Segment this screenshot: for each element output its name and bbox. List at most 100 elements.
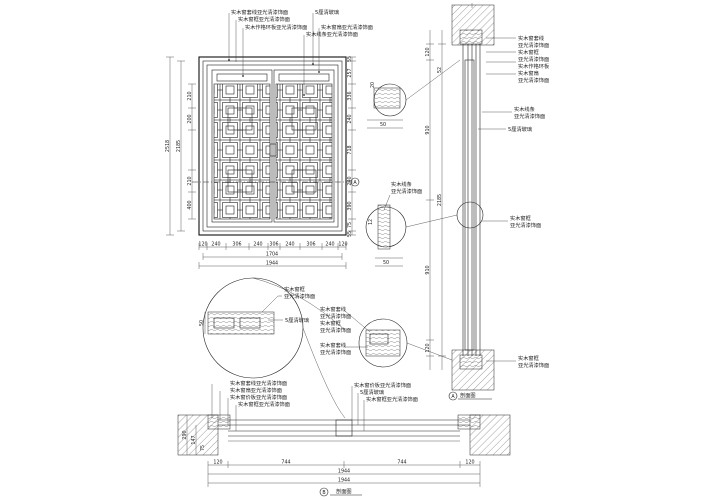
b-label-left-1: 实木窗扇亚光清漆饰面 <box>230 386 282 394</box>
dim-b2: 306 <box>232 242 241 248</box>
b-dim-b3: 120 <box>465 460 474 466</box>
b-title: 剖面图 <box>336 487 352 495</box>
a-bottom-1: 亚光清漆饰面 <box>518 361 549 369</box>
detail-a-mid: 50 12 实木线条 亚光清漆饰面 <box>365 180 458 267</box>
a-label-0: 实木窗套线 <box>518 34 544 42</box>
dim-r6: 390 <box>347 201 353 210</box>
dim-b6: 306 <box>306 242 315 248</box>
dim-b0: 120 <box>198 242 207 248</box>
b-label-left-2: 实木窗价板亚光清漆饰面 <box>230 393 287 401</box>
a-mid-2: 5厘清玻璃 <box>508 125 532 133</box>
window-elevation: A <box>192 56 360 236</box>
b-total1: 1944 <box>338 469 350 475</box>
c2-label-1: 亚光清漆饰面 <box>320 312 351 320</box>
b-label-left-0: 实木窗套线亚光清漆饰面 <box>230 379 287 387</box>
c2-label-0: 实木窗套线 <box>320 305 346 313</box>
dim-l3: 400 <box>187 200 193 209</box>
a-marker: A <box>451 394 455 400</box>
section-b: 290 147 75 实木窗套线亚光清漆饰面 实木窗扇亚光清漆饰面 实木窗价板亚… <box>177 379 511 497</box>
dim-r5: 240 <box>347 176 353 185</box>
dim-l1: 200 <box>187 114 193 123</box>
a-dim-l0: 120 <box>425 47 431 56</box>
dim-bottom-total2: 1944 <box>266 261 278 267</box>
c-label-0: 实木窗框 <box>284 285 305 293</box>
b-dim-left-1: 147 <box>191 435 197 444</box>
b-label-left-3: 实木窗框亚光清漆饰面 <box>238 400 290 408</box>
dim-r0: 55 <box>347 56 353 62</box>
a-mid-0: 实木线条 <box>514 105 535 113</box>
a-detail-dim-top: 50 <box>380 122 386 128</box>
c-label-2: 5厘清玻璃 <box>285 316 309 324</box>
b-dim-left-0: 290 <box>182 430 188 439</box>
section-a: 120 910 910 120 2185 52 实木窗套线 亚光清漆饰面 实木窗… <box>425 3 550 401</box>
a-detail-dim-mid: 50 <box>383 260 389 266</box>
a-label-2: 实木窗框 <box>518 48 539 56</box>
b-dim-b2: 744 <box>397 460 406 466</box>
dim-b5: 240 <box>285 242 294 248</box>
dim-b3: 240 <box>253 242 262 248</box>
a-label-3: 亚光清漆饰面 <box>518 55 549 63</box>
dim-r8: 55 <box>347 231 353 237</box>
detail-a-top: 50 20 <box>367 59 461 129</box>
b-label-right-2: 实木窗框亚光清漆饰面 <box>366 395 418 403</box>
a-bottom-0: 实木窗框 <box>518 354 539 362</box>
dim-bottom-total1: 1704 <box>266 252 278 258</box>
b-total2: 1944 <box>338 478 350 484</box>
c-label-1: 亚光清漆饰面 <box>284 292 315 300</box>
dim-left-total2: 2518 <box>165 140 171 152</box>
c-dim: 50 <box>199 320 205 326</box>
label-glass: 5厘清玻璃 <box>315 8 339 16</box>
b-label-right-0: 实木窗价板亚光清漆饰面 <box>354 381 411 389</box>
a-detail-dim-0: 20 <box>370 82 376 88</box>
label-frame-trim: 实木窗套线亚光清漆饰面 <box>231 8 288 16</box>
elevation-top-labels: 实木窗套线亚光清漆饰面 实木窗框亚光清漆饰面 实木作格环板亚光清漆饰面 5厘清玻… <box>228 8 373 96</box>
elevation-bottom-dims: 120 240 306 240 306 240 306 240 120 1704… <box>198 242 348 269</box>
a-dim-l1: 52 <box>437 67 443 73</box>
dim-r2: 336 <box>347 91 353 100</box>
b-dim-left-2: 75 <box>200 445 206 451</box>
a-mid-1: 亚光清漆饰面 <box>514 112 545 120</box>
b-dim-b1: 744 <box>281 460 290 466</box>
a-title: 剖面图 <box>460 391 476 399</box>
a-detail-label-1: 亚光清漆饰面 <box>391 187 422 195</box>
detail-c: 50 实木窗框 亚光清漆饰面 5厘清玻璃 <box>199 277 346 419</box>
label-moulding: 实木线条亚光清漆饰面 <box>306 30 358 38</box>
dim-r1: 257 <box>347 68 353 77</box>
label-lattice-panel: 实木作格环板亚光清漆饰面 <box>245 23 307 31</box>
elevation-right-dims: 55 257 336 240 718 240 390 75 55 <box>347 56 356 237</box>
b-marker: B <box>322 490 325 496</box>
b-label-right-1: 5厘清玻璃 <box>360 388 384 396</box>
a-label-6: 亚光清漆饰面 <box>518 76 549 84</box>
dim-l2: 210 <box>187 176 193 185</box>
c3-label-1: 亚光清漆饰面 <box>320 348 351 356</box>
a-detail-dim-12: 12 <box>368 219 374 225</box>
dim-b8: 120 <box>338 242 347 248</box>
dim-b7: 240 <box>325 242 334 248</box>
dim-left-total: 2185 <box>176 140 182 152</box>
c2-label-2: 实木窗框 <box>320 319 341 327</box>
a-mid2-1: 亚光清漆饰面 <box>510 221 541 229</box>
dim-r4: 718 <box>347 145 353 154</box>
a-dim-l4: 910 <box>425 265 431 274</box>
marker-a-side: A <box>353 180 357 186</box>
b-dim-b0: 120 <box>213 460 222 466</box>
dim-b1: 240 <box>211 242 220 248</box>
dim-r7: 75 <box>347 222 353 228</box>
c2-label-3: 亚光清漆饰面 <box>320 326 351 334</box>
dim-r3: 240 <box>347 114 353 123</box>
a-label-4: 实木作格环板 <box>518 62 550 70</box>
a-dim-l3: 2185 <box>437 194 443 206</box>
dim-b4: 306 <box>269 242 278 248</box>
detail-c-right: 实木窗套线 亚光清漆饰面 实木窗框 亚光清漆饰面 实木窗套线 亚光清漆饰面 <box>320 305 453 368</box>
label-frame: 实木窗框亚光清漆饰面 <box>238 15 290 23</box>
a-detail-label-0: 实木线条 <box>391 180 412 188</box>
a-dim-l5: 120 <box>425 343 431 352</box>
label-sash: 实木窗扇亚光清漆饰面 <box>321 23 373 31</box>
a-dim-l2: 910 <box>425 125 431 134</box>
a-label-5: 实木窗扇 <box>518 69 539 77</box>
a-mid2-0: 实木窗框 <box>510 214 531 222</box>
c3-label-0: 实木窗套线 <box>320 341 346 349</box>
a-label-1: 亚光清漆饰面 <box>518 41 549 49</box>
dim-l0: 210 <box>187 91 193 100</box>
